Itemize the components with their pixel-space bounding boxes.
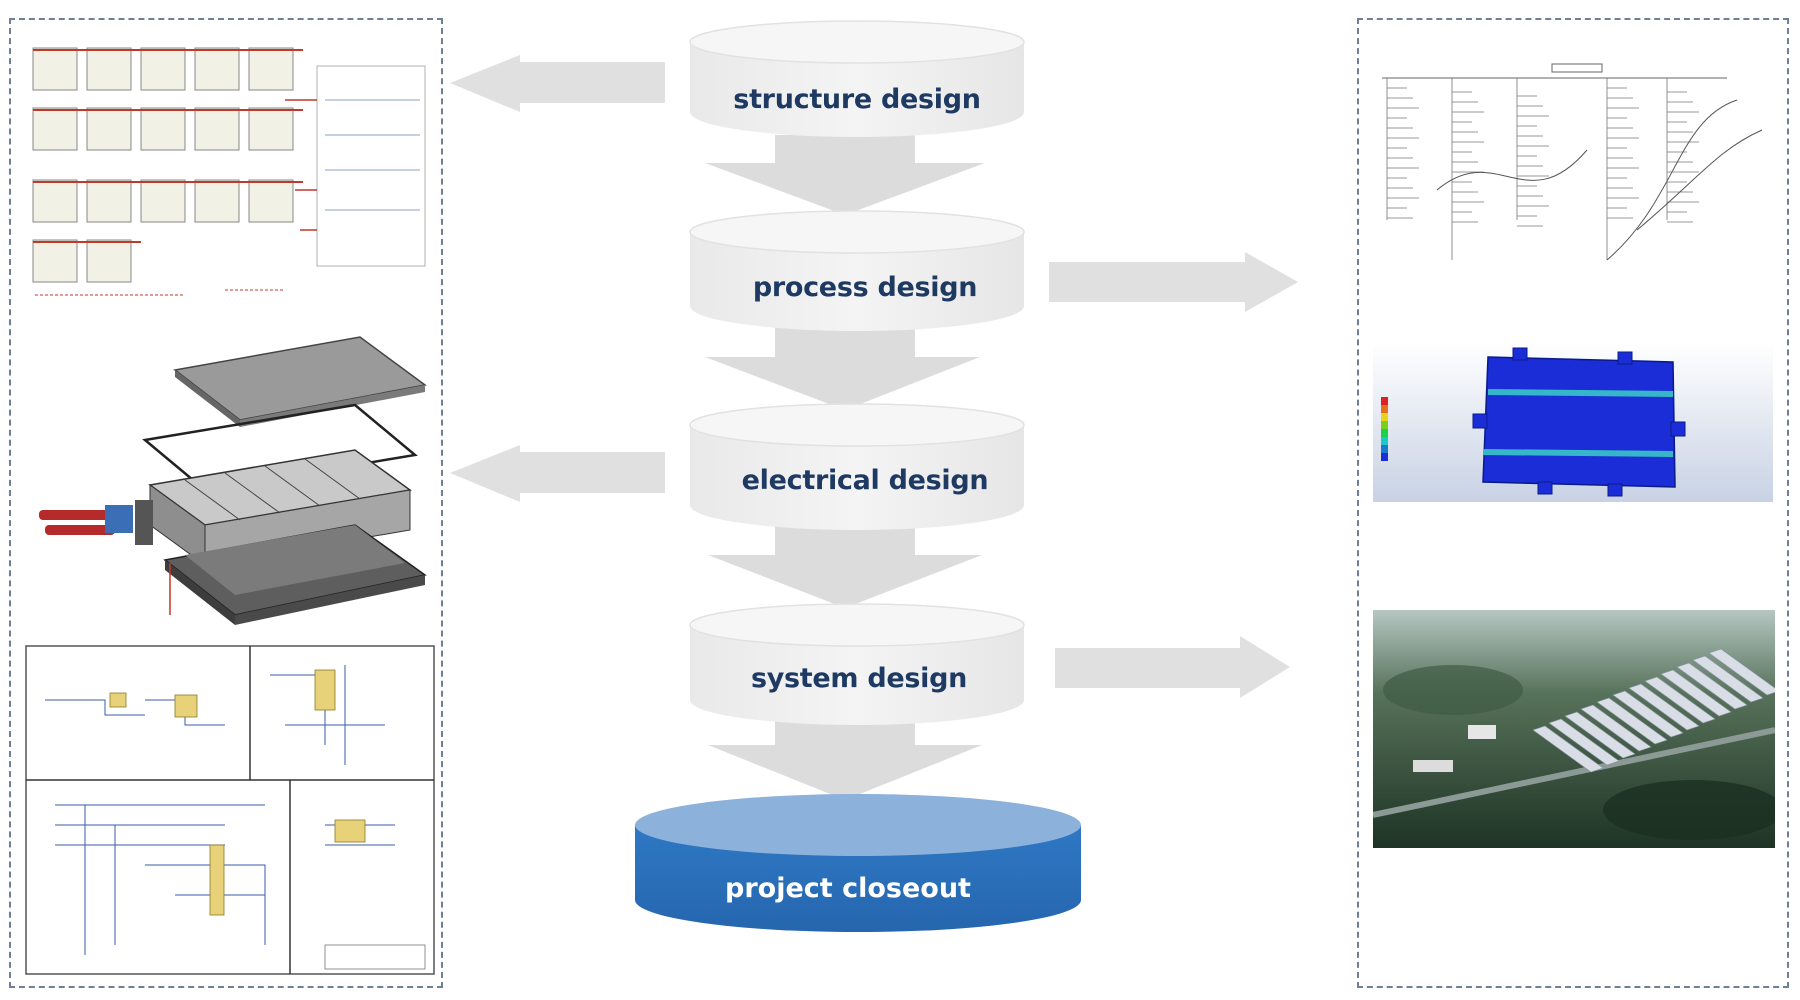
stage-cylinder-system: [689, 603, 1025, 725]
wiring-module: [32, 179, 78, 223]
module-wiring-layout-image: [25, 40, 435, 310]
stage-label-closeout: project closeout: [725, 873, 971, 904]
right-arrow-process: [1049, 252, 1298, 312]
solar-roof: [1692, 655, 1764, 703]
wiring-module: [86, 239, 132, 283]
wiring-module: [86, 179, 132, 223]
stage-electrical: electrical design: [698, 465, 1032, 505]
battery-pack-exploded-view-image: [39, 336, 427, 625]
stage-label-system: system design: [750, 663, 968, 694]
wiring-module: [194, 47, 240, 91]
wiring-module: [32, 47, 78, 91]
solar-roof: [1564, 711, 1636, 759]
solar-roof: [1596, 697, 1668, 745]
left-output-panel: [9, 18, 443, 988]
wiring-module: [86, 47, 132, 91]
solar-roof: [1612, 690, 1684, 738]
wiring-module: [32, 107, 78, 151]
left-arrow-structure: [450, 55, 665, 112]
solar-roof: [1580, 704, 1652, 752]
right-arrow-system: [1055, 636, 1290, 698]
stage-cylinder-process: [689, 210, 1025, 331]
stage-label-structure: structure design: [733, 84, 981, 115]
stage-structure: structure design: [690, 84, 1024, 124]
wiring-module: [248, 107, 294, 151]
wiring-module: [248, 179, 294, 223]
wiring-module: [140, 107, 186, 151]
stage-cylinder-electrical: [689, 403, 1025, 530]
wiring-module: [248, 47, 294, 91]
stage-process: process design: [698, 272, 1032, 312]
wiring-module: [194, 107, 240, 151]
solar-roof: [1644, 676, 1716, 724]
stress-simulation-image: [1373, 342, 1773, 502]
solar-roof: [1628, 683, 1700, 731]
solar-roof: [1660, 669, 1732, 717]
circuit-schematics-image: [25, 645, 435, 975]
stage-label-process: process design: [752, 272, 978, 303]
wiring-module: [140, 179, 186, 223]
solar-roof: [1532, 725, 1604, 773]
wiring-module: [194, 179, 240, 223]
solar-roof: [1708, 648, 1775, 696]
right-output-panel: [1357, 18, 1789, 988]
down-arrow-4: [708, 718, 982, 800]
down-arrow-2: [705, 325, 980, 410]
wiring-module: [32, 239, 78, 283]
process-tree-diagram-image: [1377, 60, 1777, 310]
stage-system: system design: [692, 663, 1026, 703]
down-arrow-3: [708, 525, 982, 608]
wiring-module: [86, 107, 132, 151]
wiring-module: [140, 47, 186, 91]
solar-roof: [1548, 718, 1620, 766]
site-aerial-rendering-image: [1373, 610, 1775, 848]
solar-roof: [1676, 662, 1748, 710]
stage-cylinder-structure: [689, 20, 1025, 137]
left-arrow-electrical: [450, 445, 665, 502]
closeout-cylinder: [635, 794, 1081, 932]
stage-closeout: project closeout: [625, 873, 1071, 913]
down-arrow-1: [705, 135, 985, 215]
stage-label-electrical: electrical design: [741, 465, 989, 496]
